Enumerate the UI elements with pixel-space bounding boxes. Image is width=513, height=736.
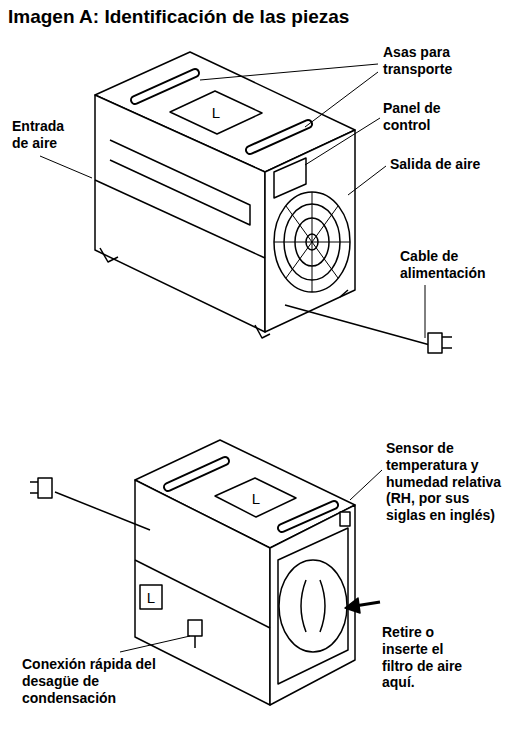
part-label: Sensor de temperatura y humedad relativa… bbox=[386, 440, 508, 524]
part-label: Retire o inserte el filtro de aire aquí. bbox=[382, 624, 472, 691]
unit-marking: L bbox=[252, 491, 260, 506]
part-label: Panel de control bbox=[383, 100, 463, 134]
part-label: Conexión rápida del desagüe de condensac… bbox=[22, 656, 172, 706]
unit-marking: L bbox=[212, 105, 220, 120]
part-label: Salida de aire bbox=[390, 156, 508, 173]
part-label: Cable de alimentación bbox=[400, 248, 504, 282]
part-label: Entrada de aire bbox=[12, 118, 78, 152]
unit-marking: L bbox=[147, 590, 155, 605]
diagram-title: Imagen A: Identificación de las piezas bbox=[8, 6, 349, 28]
part-label: Asas para transporte bbox=[383, 44, 483, 78]
